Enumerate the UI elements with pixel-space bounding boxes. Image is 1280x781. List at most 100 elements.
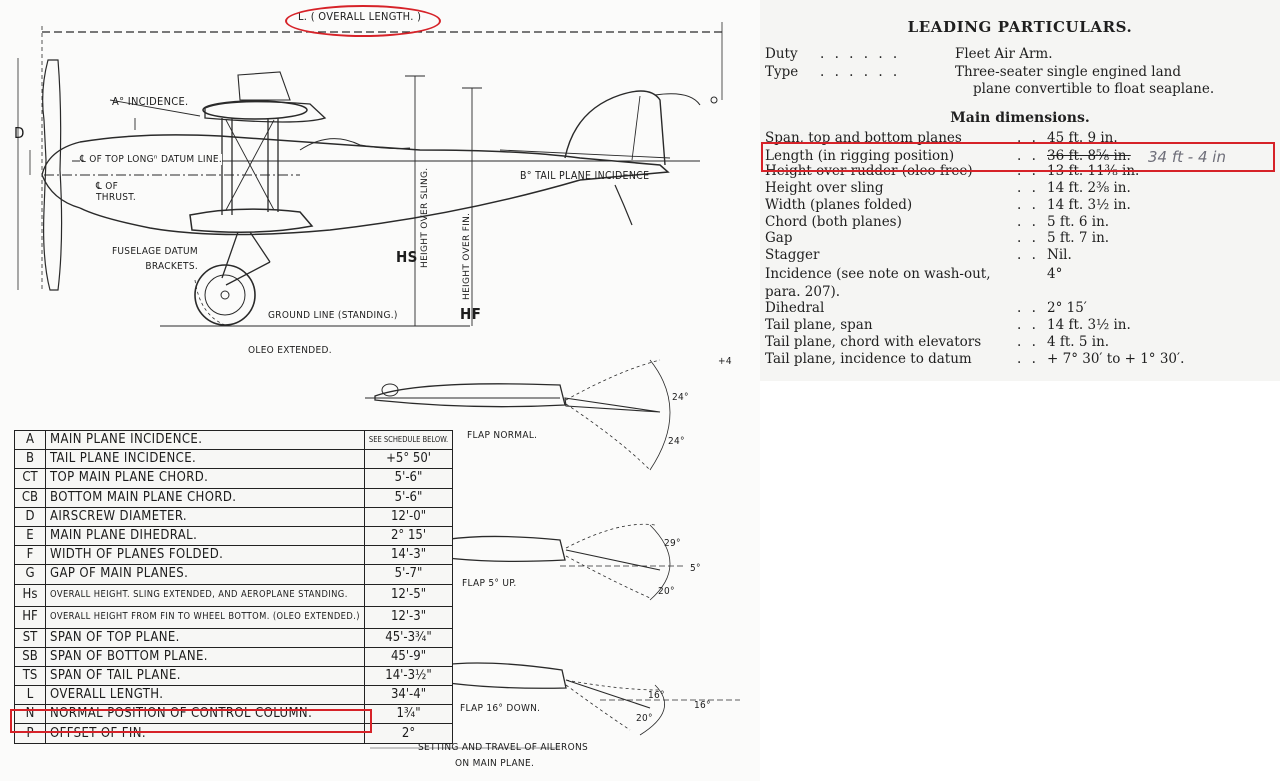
ground-line-label: GROUND LINE (STANDING.) (268, 310, 398, 321)
dot-leader: . . (1017, 247, 1039, 263)
fuselage-brackets-label: FUSELAGE DATUM BRACKETS. (111, 246, 198, 272)
aircraft-drawing-panel: L. ( OVERALL LENGTH. ) A° INCIDENCE. ℄ O… (10, 5, 740, 769)
dimension-label: Tail plane, incidence to datum (765, 351, 972, 367)
angle-label: 20° (636, 713, 653, 724)
dot-leader: . . (1017, 148, 1039, 164)
dimension-label: Width (planes folded) (765, 197, 913, 213)
dimension-value: 14 ft. 2⅜ in. (1047, 180, 1131, 196)
leading-particulars-panel: LEADING PARTICULARS. Duty . . . . . . Fl… (760, 0, 1280, 381)
duty-label: Duty (765, 46, 798, 62)
dot-leader: . . (1017, 214, 1039, 230)
schedule-key: ST (14, 627, 46, 648)
schedule-value: 5'-6" (363, 487, 454, 508)
angle-label: 20° (658, 586, 675, 597)
schedule-key: HF (14, 605, 46, 629)
schedule-value: 2° (363, 723, 454, 744)
angle-label: 24° (672, 392, 689, 403)
tail-incidence-label: B° TAIL PLANE INCIDENCE (520, 170, 650, 182)
schedule-description: TOP MAIN PLANE CHORD. (45, 468, 365, 489)
oleo-label: OLEO EXTENDED. (248, 345, 332, 356)
schedule-key: F (14, 545, 46, 566)
schedule-value: 34'-4" (363, 685, 454, 706)
blank-area (760, 381, 1280, 781)
setting-travel-label: SETTING AND TRAVEL OF AILERONS (418, 742, 589, 753)
height-over-fin-label: HEIGHT OVER FIN. (462, 212, 472, 300)
dimension-value: 14 ft. 3½ in. (1047, 317, 1131, 333)
schedule-key: E (14, 525, 46, 547)
schedule-value: 12'-5" (363, 583, 454, 607)
dot-leader: . . (1017, 351, 1039, 367)
type-value-2: plane convertible to float seaplane. (973, 81, 1215, 97)
dimension-value: 36 ft. 8⅝ in. (1047, 148, 1131, 164)
schedule-description: OVERALL HEIGHT. SLING EXTENDED, AND AERO… (45, 583, 365, 607)
main-dimensions-heading: Main dimensions. (950, 110, 1090, 126)
flap-normal-label: FLAP NORMAL. (467, 430, 538, 441)
schedule-value: 45'-9" (363, 646, 454, 667)
angle-label: 16° (648, 690, 665, 701)
dimension-value: 5 ft. 6 in. (1047, 214, 1110, 230)
schedule-value: 12'-3" (363, 605, 454, 629)
length-row-highlight (761, 142, 1275, 172)
particulars-title: LEADING PARTICULARS. (907, 18, 1133, 36)
schedule-description: SPAN OF TAIL PLANE. (45, 665, 365, 687)
dimension-label: Gap (765, 230, 793, 246)
dot-leader: . . (1017, 230, 1039, 246)
angle-label: 24° (668, 436, 685, 447)
overall-length-highlight (285, 5, 441, 37)
dimension-label: Incidence (see note on wash-out, (765, 266, 991, 282)
schedule-description: SPAN OF TOP PLANE. (45, 627, 365, 648)
dot-leader: . . (1017, 180, 1039, 196)
schedule-description: AIRSCREW DIAMETER. (45, 506, 365, 527)
airscrew-d-symbol: D (14, 124, 25, 142)
dimension-label: Stagger (765, 247, 820, 263)
schedule-key: CB (14, 487, 46, 508)
stray-mark: +4 (718, 356, 732, 367)
schedule-description: OFFSET OF FIN. (45, 723, 365, 744)
schedule-description: WIDTH OF PLANES FOLDED. (45, 545, 365, 566)
dimension-label: Length (in rigging position) (765, 148, 955, 164)
dimension-value: Nil. (1047, 247, 1072, 263)
dimension-label: para. 207). (765, 284, 841, 300)
schedule-description: GAP OF MAIN PLANES. (45, 564, 365, 585)
duty-value: Fleet Air Arm. (955, 46, 1053, 62)
dimension-value: 4 ft. 5 in. (1047, 334, 1110, 350)
on-main-plane-label: ON MAIN PLANE. (455, 758, 535, 769)
dot-leader: . . (1017, 317, 1039, 333)
schedule-description: BOTTOM MAIN PLANE CHORD. (45, 487, 365, 508)
schedule-key: TS (14, 665, 46, 687)
incidence-label: A° INCIDENCE. (112, 95, 189, 108)
schedule-key: G (14, 564, 46, 585)
schedule-description: TAIL PLANE INCIDENCE. (45, 449, 365, 470)
schedule-key: B (14, 449, 46, 470)
overall-length-row-highlight (10, 709, 372, 733)
flap-up-label: FLAP 5° UP. (462, 578, 517, 589)
schedule-description: MAIN PLANE INCIDENCE. (45, 429, 365, 451)
dimension-value: + 7° 30′ to + 1° 30′. (1047, 351, 1185, 367)
schedule-value: 45'-3¾" (363, 627, 454, 648)
dot-leader: . . (1017, 197, 1039, 213)
schedule-key: SB (14, 646, 46, 667)
schedule-key: L (14, 685, 46, 706)
schedule-description: OVERALL HEIGHT FROM FIN TO WHEEL BOTTOM.… (45, 605, 365, 629)
dimension-label: Dihedral (765, 300, 825, 316)
hs-symbol: Hs (396, 248, 418, 266)
schedule-value: 14'-3½" (363, 665, 454, 687)
schedule-key: CT (14, 468, 46, 489)
schedule-value: 14'-3" (363, 545, 454, 566)
schedule-value: +5° 50' (363, 449, 454, 470)
schedule-key: A (14, 429, 46, 451)
dimension-label: Chord (both planes) (765, 214, 902, 230)
schedule-value: 2° 15' (363, 525, 454, 547)
dimension-value: 4° (1047, 266, 1063, 282)
